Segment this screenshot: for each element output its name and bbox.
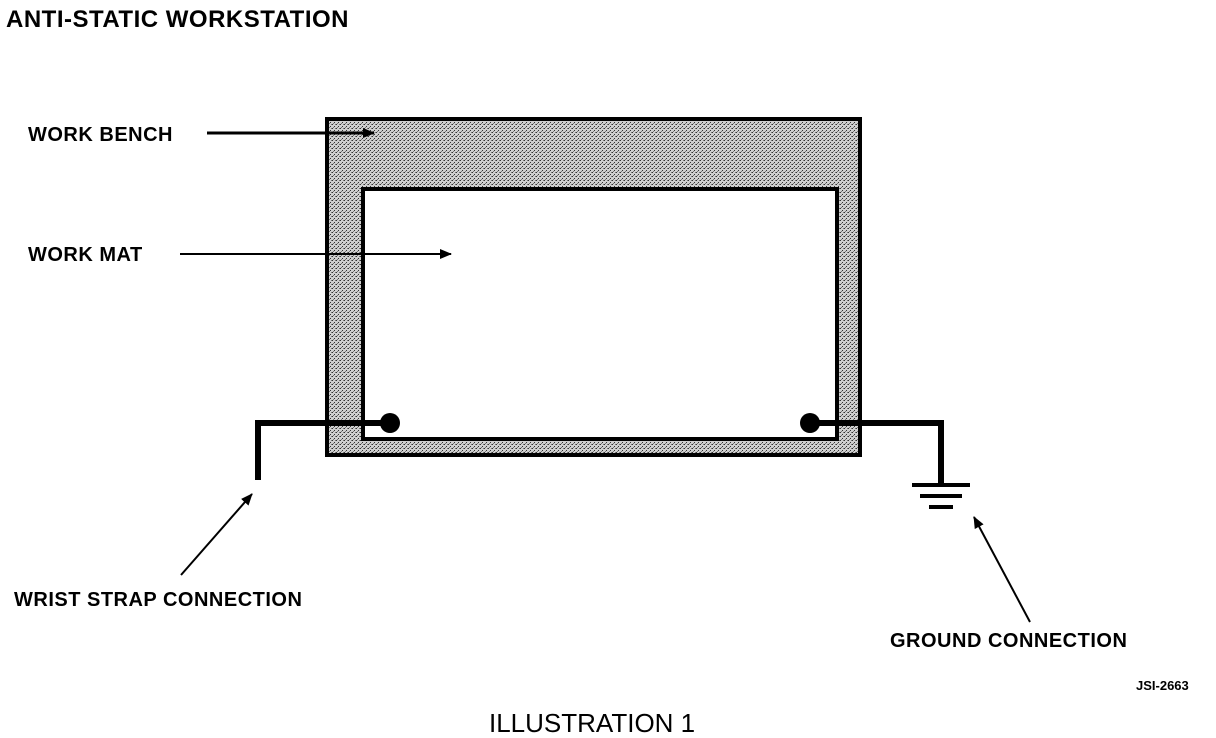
diagram-title: ANTI-STATIC WORKSTATION <box>6 6 349 33</box>
label-ground: GROUND CONNECTION <box>890 630 1127 652</box>
label-wrist-strap: WRIST STRAP CONNECTION <box>14 589 302 611</box>
label-work-mat: WORK MAT <box>28 244 143 266</box>
work-mat <box>361 187 839 441</box>
arrow-ground <box>973 516 1031 623</box>
wrist-strap-cord <box>255 420 390 480</box>
label-work-bench: WORK BENCH <box>28 124 173 146</box>
arrow-wrist-strap <box>180 493 253 576</box>
ground-cord <box>810 420 944 484</box>
illustration-caption: ILLUSTRATION 1 <box>489 708 695 738</box>
figure-code: JSI-2663 <box>1136 678 1189 693</box>
ground-symbol-icon <box>912 483 970 509</box>
